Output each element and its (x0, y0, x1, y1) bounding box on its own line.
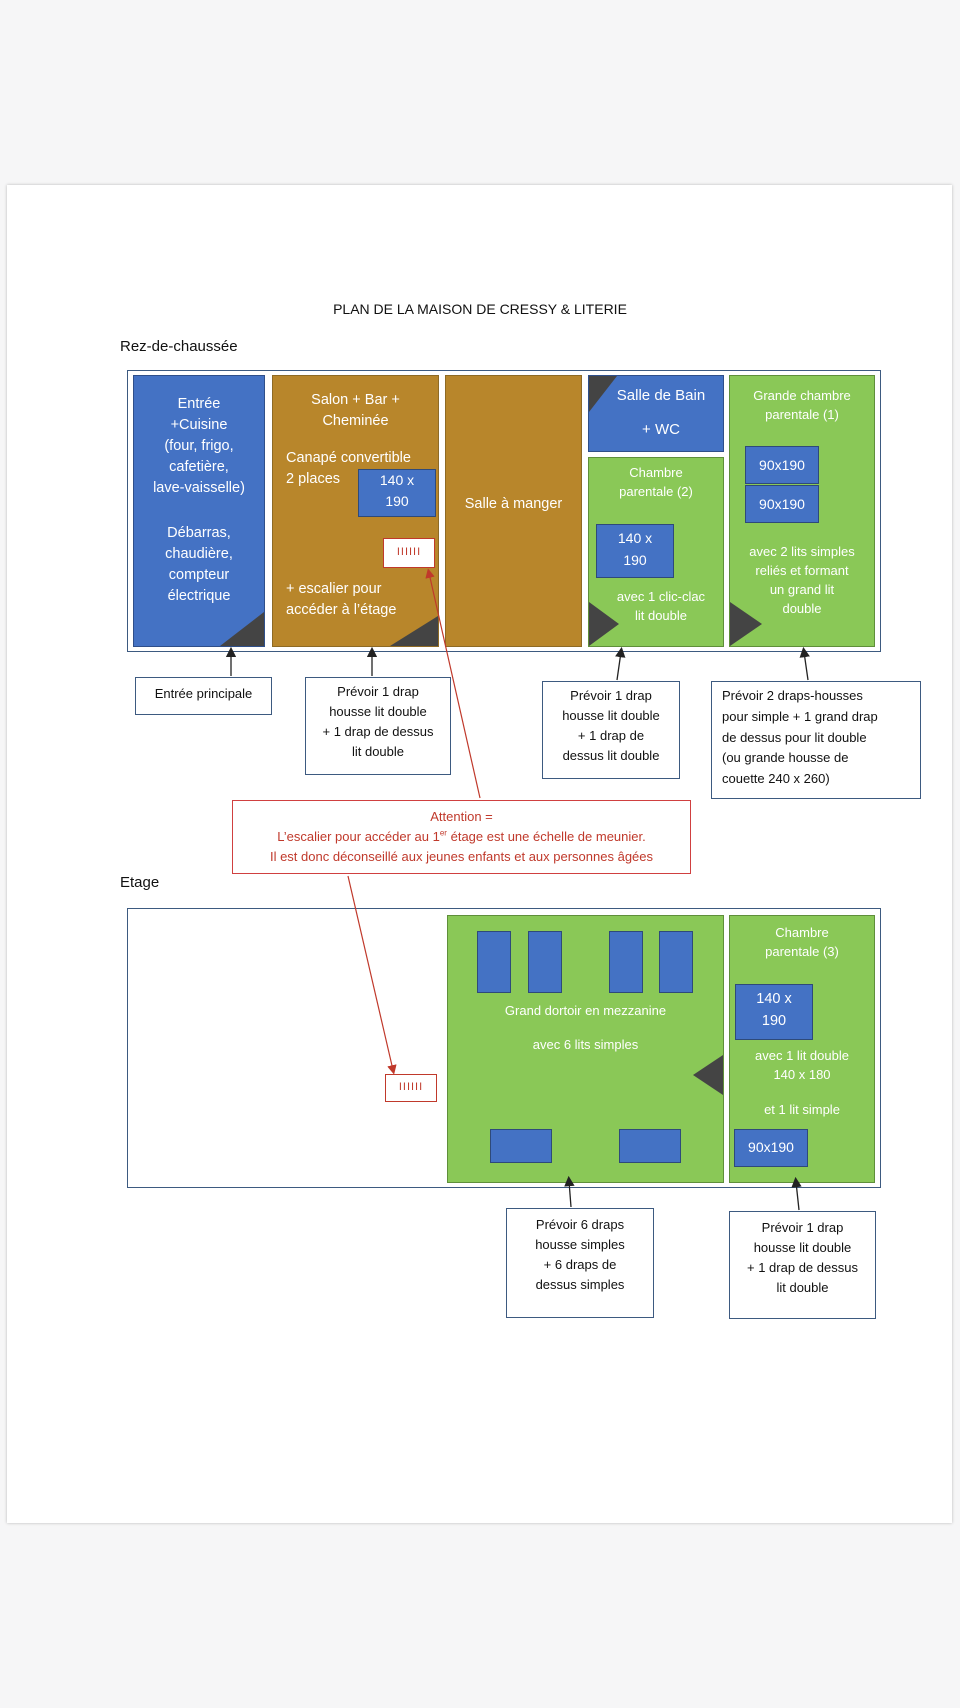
chambre3-note: avec 1 lit double 140 x 180 (755, 1048, 849, 1082)
dortoir-title: Grand dortoir en mezzanine (504, 1003, 667, 1018)
single-bed (619, 1129, 681, 1163)
warning-line-2: L’escalier pour accéder au 1er étage est… (277, 828, 646, 845)
chambre2-title: Chambre parentale (2) (619, 465, 693, 499)
arrow-warning-ground-stairs (425, 568, 481, 799)
door-icon (589, 376, 617, 412)
sofa-label: Canapé convertible 2 places (286, 450, 411, 488)
grande-chambre-note: avec 2 lits simples reliés et formant un… (749, 544, 855, 616)
callout-dortoir-literie: Prévoir 6 draps housse simples + 6 draps… (506, 1208, 654, 1318)
bed-140x190: 140 x 190 (735, 984, 813, 1040)
door-icon (390, 616, 438, 646)
stair-icon-ground: IIIIII (383, 538, 435, 568)
callout-chambre2-literie: Prévoir 1 drap housse lit double + 1 dra… (542, 681, 680, 779)
single-bed (528, 931, 562, 993)
warning-title: Attention = (430, 809, 493, 824)
door-icon (220, 612, 264, 646)
single-bed (659, 931, 693, 993)
bed-90x190: 90x190 (745, 446, 819, 484)
room-grand-dortoir: Grand dortoir en mezzanine avec 6 lits s… (447, 915, 724, 1183)
upper-floor-heading: Etage (120, 874, 160, 891)
bed-140x190: 140 x 190 (596, 524, 674, 578)
chambre2-note: avec 1 clic-clac lit double (616, 589, 706, 623)
arrow-chambre2 (615, 646, 626, 681)
bed-90x190: 90x190 (734, 1129, 808, 1167)
salle-de-bain-label: Salle de Bain (616, 387, 706, 404)
arrow-chambre3 (791, 1176, 802, 1211)
door-icon (589, 602, 619, 646)
bed-90x190: 90x190 (745, 485, 819, 523)
callout-salon-literie: Prévoir 1 drap housse lit double + 1 dra… (305, 677, 451, 775)
door-icon (730, 602, 762, 646)
single-bed (490, 1129, 552, 1163)
door-icon (693, 1055, 723, 1095)
room-salon: Salon + Bar + Cheminée Canapé convertibl… (272, 375, 439, 647)
room-salle-a-manger: Salle à manger (445, 375, 582, 647)
room-salle-de-bain: Salle de Bain + WC (588, 375, 724, 452)
callout-chambre3-literie: Prévoir 1 drap housse lit double + 1 dra… (729, 1211, 876, 1319)
stair-icon-upper: IIIIII (385, 1074, 437, 1102)
arrow-dortoir (564, 1175, 575, 1208)
wc-label: + WC (642, 421, 680, 438)
salle-a-manger-label: Salle à manger (464, 496, 563, 512)
ground-floor-heading: Rez-de-chaussée (120, 338, 238, 355)
debarras-label: Débarras, chaudière, compteur électrique (165, 525, 233, 605)
room-grande-chambre-parentale-1: Grande chambre parentale (1) 90x190 90x1… (729, 375, 875, 647)
chambre3-note-2: et 1 lit simple (764, 1102, 840, 1117)
page-title: PLAN DE LA MAISON DE CRESSY & LITERIE (333, 301, 627, 317)
stairs-warning: Attention = L’escalier pour accéder au 1… (232, 800, 691, 874)
salon-title: Salon + Bar + Cheminée (311, 392, 400, 430)
stairs-label: + escalier pour accéder à l’étage (286, 581, 397, 619)
grande-chambre-title: Grande chambre parentale (1) (753, 388, 851, 422)
room-chambre-parentale-3: Chambre parentale (3) 140 x 190 avec 1 l… (729, 915, 875, 1183)
callout-entree-principale: Entrée principale (135, 677, 272, 715)
callout-grande-chambre-literie: Prévoir 2 draps-housses pour simple + 1 … (711, 681, 921, 799)
dortoir-note: avec 6 lits simples (532, 1037, 639, 1052)
single-bed (477, 931, 511, 993)
sofa-bed-140x190: 140 x 190 (358, 469, 436, 517)
chambre3-title: Chambre parentale (3) (765, 925, 839, 959)
arrow-grande-chambre (799, 646, 810, 681)
room-chambre-parentale-2: Chambre parentale (2) 140 x 190 avec 1 c… (588, 457, 724, 647)
entree-label: Entrée +Cuisine (four, frigo, cafetière,… (153, 396, 245, 497)
arrow-warning-upper-stairs (347, 875, 397, 1075)
single-bed (609, 931, 643, 993)
room-entree-cuisine: Entrée +Cuisine (four, frigo, cafetière,… (133, 375, 265, 647)
warning-line-3: Il est donc déconseillé aux jeunes enfan… (269, 849, 654, 865)
